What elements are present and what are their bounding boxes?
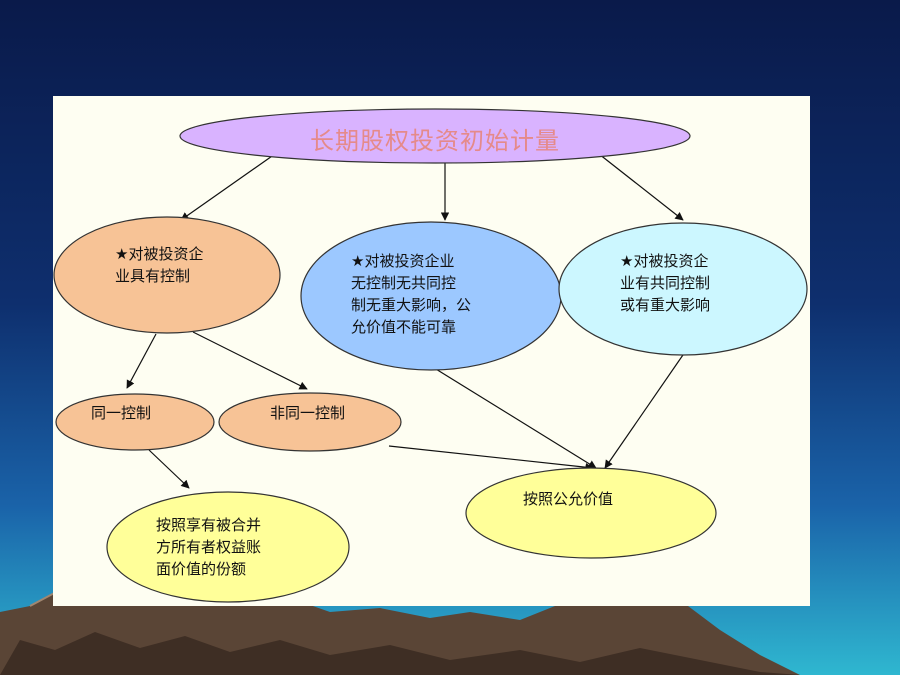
text-joint-control: ★对被投资企 业有共同控制 或有重大影响 <box>620 252 711 314</box>
arrow-control-to-non-same <box>192 331 308 390</box>
node-non-same-control <box>218 392 402 452</box>
arrow-non-same-to-fair-value <box>388 445 594 472</box>
node-book-value-share <box>106 491 350 603</box>
flowchart <box>53 108 808 603</box>
node-fair-value <box>465 467 717 559</box>
diagram-title: 长期股权投资初始计量 <box>310 127 560 155</box>
arrow-no-control-to-fair-value <box>430 365 597 469</box>
text-same-control: 同一控制 <box>91 404 152 422</box>
arrow-title-to-joint-control <box>598 153 684 221</box>
node-joint-control <box>558 222 808 356</box>
text-book-value-share: 按照享有被合并 方所有者权益账 面价值的份额 <box>156 516 262 578</box>
text-fair-value: 按照公允价值 <box>523 490 614 508</box>
node-control <box>53 216 281 334</box>
mountain-ridge <box>0 632 800 675</box>
arrow-same-to-book-value <box>148 449 190 489</box>
text-control: ★对被投资企 业具有控制 <box>115 245 204 285</box>
title-ellipse <box>179 108 691 164</box>
arrow-control-to-same <box>126 333 157 389</box>
arrow-joint-control-to-fair-value <box>604 351 686 469</box>
text-non-same-control: 非同一控制 <box>270 404 346 422</box>
node-same-control <box>55 393 215 451</box>
diagram-panel: 长期股权投资初始计量 ★对被投资企 业具有控制 ★对被投资企业 无控制无共同控 … <box>53 96 810 606</box>
text-no-control: ★对被投资企业 无控制无共同控 制无重大影响，公 允价值不能可靠 <box>351 252 472 336</box>
arrow-title-to-control <box>180 153 276 221</box>
